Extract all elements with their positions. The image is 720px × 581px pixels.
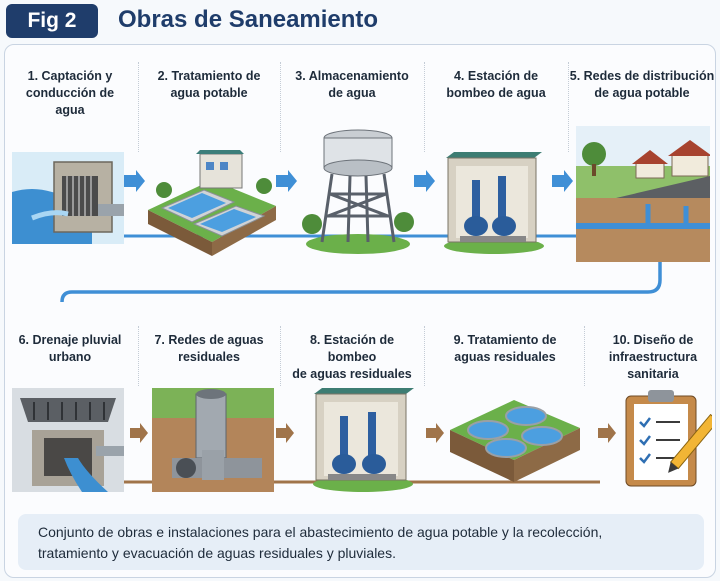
caption: Conjunto de obras e instalaciones para e… — [38, 522, 698, 564]
clipboard-design-icon — [625, 390, 712, 487]
pumping-station-illustration — [444, 152, 544, 254]
page-title: Obras de Saneamiento — [118, 6, 379, 33]
arrow-right-icon — [598, 423, 616, 443]
divider — [138, 326, 140, 386]
water-tower-illustration — [302, 129, 414, 254]
divider — [424, 62, 426, 152]
divider — [584, 326, 586, 386]
treatment-plant-illustration — [148, 150, 276, 256]
sewer-network-illustration — [152, 388, 274, 492]
caption-line-1: Conjunto de obras e instalaciones para e… — [38, 524, 603, 540]
caption-line-2: tratamiento y evacuación de aguas residu… — [38, 545, 396, 561]
water-intake-illustration — [12, 152, 124, 244]
divider — [280, 62, 282, 152]
return-pipe — [60, 236, 662, 303]
arrow-right-icon — [276, 423, 294, 443]
wastewater-pumping-station-illustration — [313, 388, 414, 492]
figure-badge: Fig 2 — [6, 4, 98, 38]
distribution-network-illustration — [576, 126, 710, 262]
arrow-right-icon — [130, 423, 148, 443]
header: Fig 2 Obras de Saneamiento — [0, 0, 720, 44]
caption-box — [18, 514, 704, 570]
divider — [568, 62, 570, 152]
arrow-right-icon — [124, 170, 145, 192]
arrow-right-icon — [276, 170, 297, 192]
arrow-right-icon — [414, 170, 435, 192]
divider — [280, 326, 282, 386]
divider — [138, 62, 140, 152]
divider — [424, 326, 426, 386]
wastewater-treatment-illustration — [450, 400, 580, 482]
storm-drain-illustration — [12, 388, 124, 492]
arrow-right-icon — [552, 170, 573, 192]
arrow-right-icon — [426, 423, 444, 443]
